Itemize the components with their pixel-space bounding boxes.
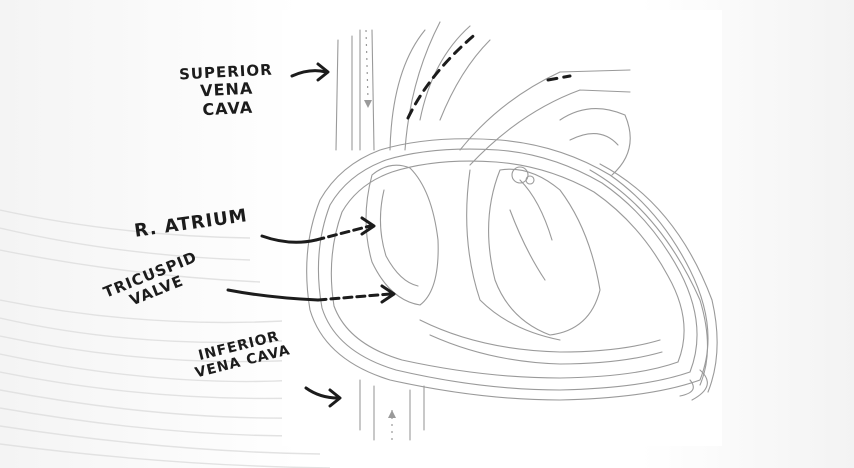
sketch-panel bbox=[282, 10, 722, 446]
svc-arrow bbox=[290, 69, 328, 78]
tv-arrow-solid bbox=[226, 288, 320, 302]
tv-arrow-dashed bbox=[316, 292, 392, 302]
ra-arrow-dashed bbox=[314, 224, 372, 242]
aorta-vessel bbox=[389, 21, 491, 151]
ra-arrow-solid bbox=[260, 234, 318, 244]
interventricular-septum bbox=[466, 169, 561, 341]
pulmonary-flow-path bbox=[546, 74, 572, 82]
pulmonary-trunk bbox=[459, 69, 631, 166]
aorta-flow-path bbox=[406, 30, 480, 120]
left-atrium bbox=[559, 108, 631, 176]
superior-vena-cava-vessel bbox=[335, 29, 375, 151]
superior-vena-cava-label: SUPERIOR VENA CAVA bbox=[179, 61, 275, 121]
right-atrium bbox=[365, 164, 439, 306]
ivc-arrow bbox=[304, 386, 340, 400]
left-ventricle bbox=[488, 168, 601, 336]
inferior-vena-cava-vessel bbox=[359, 379, 425, 441]
